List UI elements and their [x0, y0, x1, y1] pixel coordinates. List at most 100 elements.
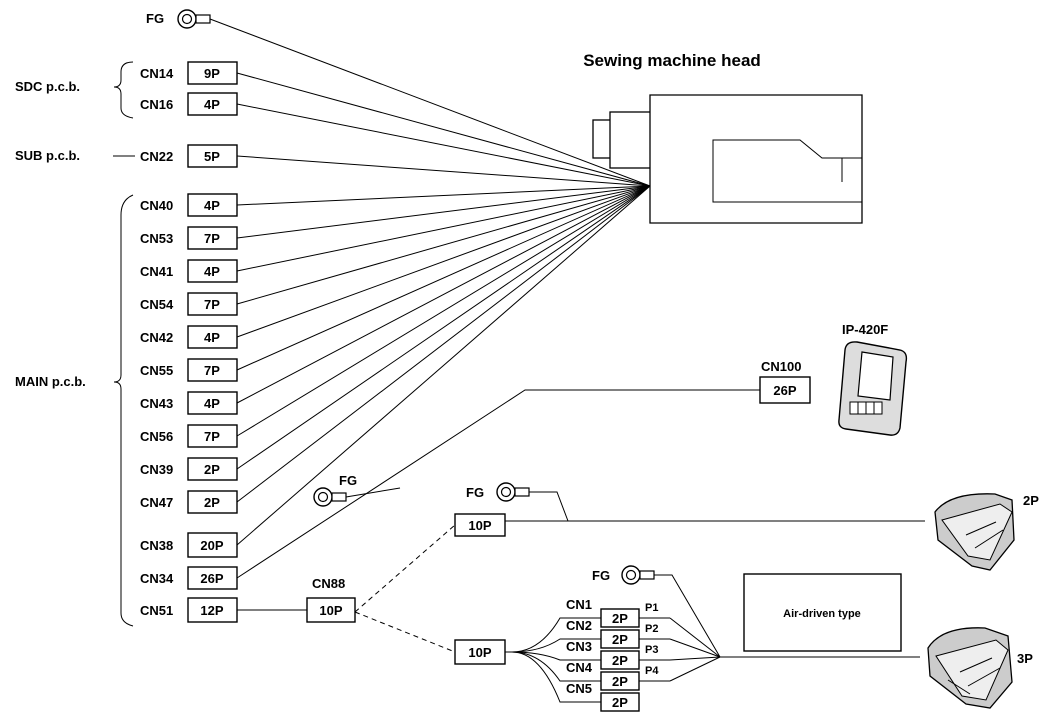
connector-pins: 5P	[204, 149, 220, 164]
connector-wire	[236, 155, 651, 187]
connector-wire	[236, 185, 651, 371]
connector-row: CN54 7P	[140, 185, 651, 316]
valve-port: P2	[645, 623, 658, 635]
fg-terminal-pedal-2p: FG	[466, 482, 530, 502]
connector-row: CN56 7P	[140, 185, 651, 448]
main-pcb-label: MAIN p.c.b.	[15, 374, 86, 389]
connector-wire	[236, 185, 651, 437]
ip420f-label: IP-420F	[842, 322, 888, 337]
valve-pins: 2P	[612, 611, 628, 626]
connector-pins: 4P	[204, 330, 220, 345]
connector-row: CN40 4P	[140, 185, 651, 217]
connector-name: CN53	[140, 231, 173, 246]
connector-pins: 2P	[204, 495, 220, 510]
connector-name: CN38	[140, 538, 173, 553]
connector-box	[187, 532, 238, 558]
connector-row: CN47 2P	[140, 185, 651, 514]
fg-label: FG	[146, 11, 164, 26]
connector-wire	[236, 185, 651, 546]
connector-wire	[236, 185, 651, 404]
valve-connector-row: CN1 2P P1	[511, 597, 721, 658]
connector-wire	[236, 103, 651, 187]
connector-pins: 26P	[200, 571, 223, 586]
connector-pins: 7P	[204, 297, 220, 312]
connector-pins: 7P	[204, 363, 220, 378]
connector-name: CN16	[140, 97, 173, 112]
cn88-pins: 10P	[319, 603, 342, 618]
connector-row: CN42 4P	[140, 185, 651, 349]
connector-name: CN40	[140, 198, 173, 213]
valve-port: P1	[645, 602, 658, 614]
fg-terminal-air: FG	[592, 565, 655, 585]
connector-box	[187, 597, 238, 623]
connector-pins: 4P	[204, 396, 220, 411]
valve-cn-name: CN3	[566, 639, 592, 654]
connector-pins: 7P	[204, 429, 220, 444]
valve-pins: 2P	[612, 695, 628, 710]
valve-pins: 2P	[612, 632, 628, 647]
valve-port: P3	[645, 644, 658, 656]
air-driven-label: Air-driven type	[783, 608, 861, 620]
svg-text:10P: 10P	[468, 518, 491, 533]
cn100-label: CN100	[761, 359, 801, 374]
connector-pins: 4P	[204, 264, 220, 279]
valve-cn-name: CN2	[566, 618, 592, 633]
valve-cn-name: CN1	[566, 597, 592, 612]
connector-pins: 12P	[200, 603, 223, 618]
sdc-pcb-label: SDC p.c.b.	[15, 79, 80, 94]
valve-pins: 2P	[612, 674, 628, 689]
fg-label: FG	[466, 485, 484, 500]
connector-name: CN47	[140, 495, 173, 510]
connector-name: CN14	[140, 66, 174, 81]
cn100-box	[759, 376, 811, 404]
pedal-2p-label: 2P	[1023, 493, 1039, 508]
sub-pcb-label: SUB p.c.b.	[15, 148, 80, 163]
valve-connector-row: CN5 2P	[511, 651, 640, 712]
fg-terminal-top: FG	[146, 9, 211, 29]
operation-panel-icon	[838, 341, 908, 436]
connector-pins: 4P	[204, 198, 220, 213]
connector-name: CN54	[140, 297, 174, 312]
connector-name: CN39	[140, 462, 173, 477]
foot-pedal-3p-icon	[927, 627, 1013, 709]
connector-name: CN41	[140, 264, 173, 279]
cn88-label: CN88	[312, 576, 345, 591]
valve-connector-row: CN2 2P P2	[511, 618, 721, 658]
valve-cn-name: CN5	[566, 681, 592, 696]
valve-cn-name: CN4	[566, 660, 593, 675]
connector-name: CN56	[140, 429, 173, 444]
connector-name: CN42	[140, 330, 173, 345]
connector-wire	[236, 185, 651, 305]
fg-label: FG	[592, 568, 610, 583]
connector-pins: 7P	[204, 231, 220, 246]
valve-wire	[511, 651, 601, 703]
pedal-3p-label: 3P	[1017, 651, 1033, 666]
connector-name: CN51	[140, 603, 173, 618]
diagram-title: Sewing machine head	[583, 51, 761, 70]
connector-wire	[236, 185, 651, 338]
sewing-machine-head-icon	[592, 94, 863, 224]
connector-wire	[236, 185, 651, 503]
foot-pedal-2p-icon	[934, 493, 1015, 571]
connector-row: CN43 4P	[140, 185, 651, 415]
connector-wire	[236, 185, 651, 272]
connector-row: CN41 4P	[140, 185, 651, 283]
cn100-pins: 26P	[773, 383, 796, 398]
pedal-2p-connector	[454, 513, 506, 537]
fg-terminal-main: FG	[313, 473, 357, 507]
connector-name: CN55	[140, 363, 173, 378]
connector-row: CN16 4P	[140, 92, 651, 187]
connector-row: CN55 7P	[140, 185, 651, 382]
connector-name: CN43	[140, 396, 173, 411]
connector-pins: 4P	[204, 97, 220, 112]
fg-label: FG	[339, 473, 357, 488]
connector-wire	[236, 72, 651, 187]
